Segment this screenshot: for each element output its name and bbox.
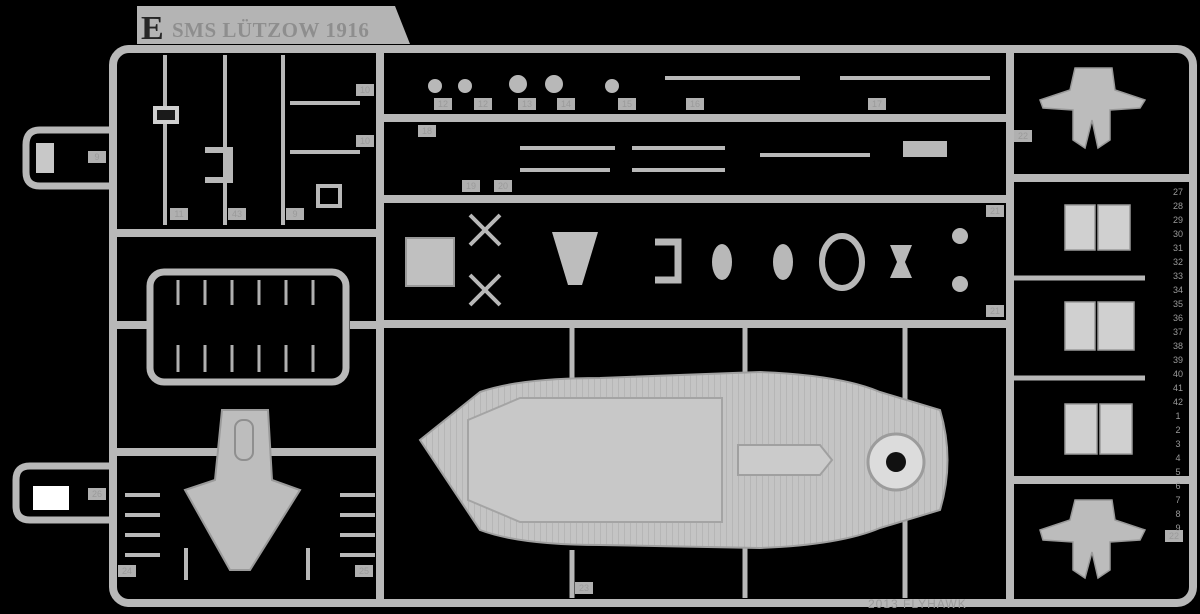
lower-left-parts: [125, 493, 375, 580]
part-number-label: 9: [94, 152, 99, 162]
bow-deck-piece: [183, 409, 302, 571]
part-number-label: 34: [1173, 285, 1183, 295]
part-number-label: 43: [232, 209, 242, 219]
part-number-label: 11: [174, 209, 183, 219]
part-number-label: 16: [690, 99, 700, 109]
part-number-label: 38: [1173, 341, 1183, 351]
part-number-label: 8: [1175, 509, 1180, 519]
upper-middle-parts: [428, 75, 990, 172]
middle-row-parts: [405, 213, 968, 307]
superstructure-outline: [467, 397, 723, 523]
copyright-mark: 2013 FLYHAWK: [868, 597, 967, 611]
part-number-label: 7: [1175, 495, 1180, 505]
part-number-label: 29: [1173, 215, 1183, 225]
part-number-label: 25: [359, 566, 369, 576]
part-number-label: 9: [292, 209, 297, 219]
part-number-label: 1: [1175, 411, 1180, 421]
part-number-label: 21: [990, 306, 1000, 316]
part-number-label: 19: [466, 181, 476, 191]
part-number-label: 6: [1175, 481, 1180, 491]
plate-letter: E: [141, 10, 164, 47]
plate-title: SMS LÜTZOW 1916: [172, 18, 370, 42]
part-number-label: 28: [1173, 201, 1183, 211]
part-number-label: 10: [360, 85, 370, 95]
part-number-label: 32: [1173, 257, 1183, 267]
part-number-label: 17: [872, 99, 882, 109]
part-number-label: 3: [1175, 439, 1180, 449]
part-number-label: 20: [498, 181, 508, 191]
part-number-label: 10: [360, 136, 370, 146]
part-number-label: 40: [1173, 369, 1183, 379]
hook-part-lower: [33, 486, 69, 510]
part-number-label: 23: [579, 583, 589, 593]
hook-part-upper: [36, 143, 54, 173]
part-number-label: 22: [1169, 531, 1179, 541]
part-number-label: 42: [1173, 397, 1183, 407]
part-number-label: 26: [92, 489, 102, 499]
part-number-label: 21: [990, 206, 1000, 216]
part-number-label: 39: [1173, 355, 1183, 365]
part-number-label: 35: [1173, 299, 1183, 309]
sprue-frame: [109, 45, 1197, 607]
part-number-label: 37: [1173, 327, 1183, 337]
part-number-label: 13: [522, 99, 532, 109]
sub-frame: [146, 268, 350, 386]
part-number-label: 41: [1173, 383, 1183, 393]
part-number-label: 33: [1173, 271, 1183, 281]
part-number-label: 22: [1018, 131, 1028, 141]
turret-deck: [737, 444, 834, 476]
part-number-label: 31: [1173, 243, 1183, 253]
side-hooks: [12, 126, 110, 524]
stanchion-row: [176, 280, 315, 372]
part-number-label: 9: [1175, 523, 1180, 533]
part-number-label: 4: [1175, 453, 1180, 463]
part-number-label: 12: [478, 99, 488, 109]
part-number-tabs: [88, 84, 1183, 594]
part-number-label: 14: [561, 99, 571, 109]
plate-tab: [137, 6, 410, 44]
hull-gates: [569, 328, 908, 598]
part-number-label: 18: [422, 126, 432, 136]
part-number-label: 12: [438, 99, 448, 109]
part-number-label: 15: [622, 99, 632, 109]
part-number-label: 2: [1175, 425, 1180, 435]
right-column-parts: [1012, 67, 1147, 580]
part-number-label: 27: [1173, 187, 1183, 197]
part-number-label: 24: [122, 566, 132, 576]
part-number-label: 30: [1173, 229, 1183, 239]
left-column-parts: [153, 55, 360, 225]
part-number-label: 5: [1175, 467, 1180, 477]
part-number-label: 36: [1173, 313, 1183, 323]
